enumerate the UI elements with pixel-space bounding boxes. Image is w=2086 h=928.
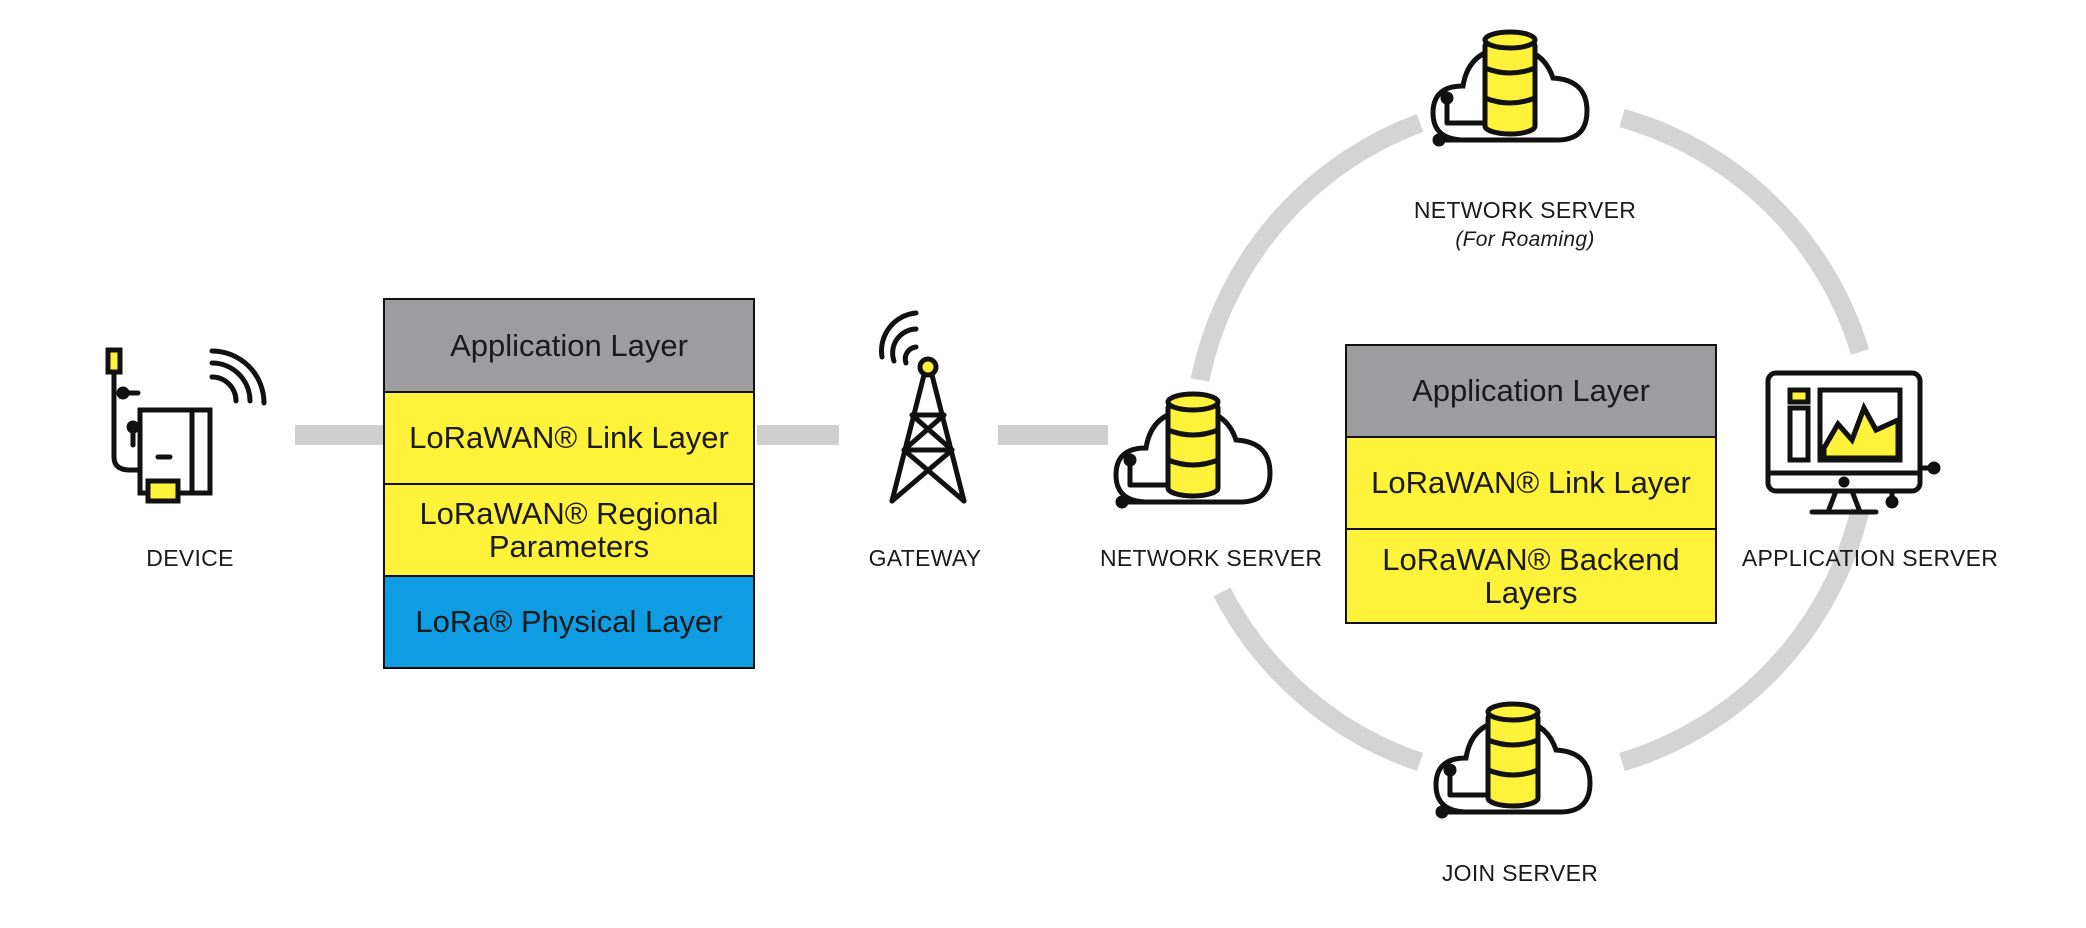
device-label: DEVICE — [146, 545, 234, 571]
device-regional-parameters-layer: LoRaWAN® Regional Parameters — [385, 485, 753, 577]
server-link-layer: LoRaWAN® Link Layer — [1347, 438, 1715, 530]
cloud-database-icon — [1113, 391, 1273, 509]
connector-stack-gateway — [757, 425, 839, 445]
network-server-roaming-label: NETWORK SERVER (For Roaming) — [1410, 197, 1640, 252]
connector-device-stack — [295, 425, 385, 445]
device-physical-layer: LoRa® Physical Layer — [385, 577, 753, 667]
application-server-label: APPLICATION SERVER — [1741, 545, 1999, 571]
device-icon — [105, 347, 267, 504]
device-link-layer: LoRaWAN® Link Layer — [385, 393, 753, 485]
server-application-layer: Application Layer — [1347, 346, 1715, 438]
server-ring — [1190, 108, 1870, 772]
server-backend-layers: LoRaWAN® Backend Layers — [1347, 530, 1715, 622]
device-application-layer: Application Layer — [385, 300, 753, 393]
gateway-label: GATEWAY — [868, 545, 982, 571]
server-protocol-stack: Application Layer LoRaWAN® Link Layer Lo… — [1345, 344, 1717, 624]
network-server-roaming-title: NETWORK SERVER — [1413, 197, 1637, 223]
gateway-tower-icon — [879, 310, 967, 504]
join-server-label: JOIN SERVER — [1441, 860, 1599, 886]
network-server-roaming-sublabel: (For Roaming) — [1455, 228, 1595, 251]
monitor-icon — [1765, 370, 1941, 515]
device-protocol-stack: Application Layer LoRaWAN® Link Layer Lo… — [383, 298, 755, 669]
network-server-label: NETWORK SERVER — [1100, 545, 1323, 571]
cloud-database-icon — [1430, 29, 1590, 147]
cloud-database-icon — [1433, 701, 1593, 819]
connector-gateway-network — [998, 425, 1108, 445]
